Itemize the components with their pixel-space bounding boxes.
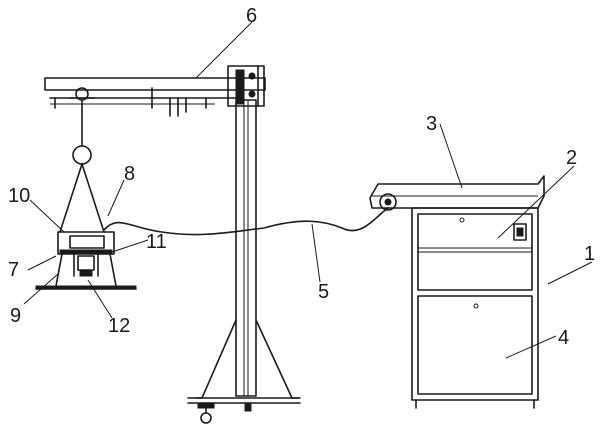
label-8: 8 — [124, 163, 135, 185]
hanging-lifter — [35, 99, 137, 290]
label-11: 11 — [146, 231, 167, 253]
label-6: 6 — [246, 5, 257, 27]
label-7: 7 — [8, 259, 19, 281]
label-3: 3 — [426, 113, 437, 135]
label-5: 5 — [318, 281, 329, 303]
cable-5 — [103, 207, 389, 236]
leader-lines — [23, 21, 593, 359]
label-1: 1 — [584, 243, 595, 265]
label-12: 12 — [108, 315, 130, 337]
label-9: 9 — [10, 305, 21, 327]
label-2: 2 — [566, 147, 577, 169]
crane-column — [187, 99, 301, 424]
crane-arm — [44, 65, 266, 117]
label-10: 10 — [8, 185, 30, 207]
control-cabinet — [369, 175, 545, 409]
label-4: 4 — [558, 327, 569, 349]
